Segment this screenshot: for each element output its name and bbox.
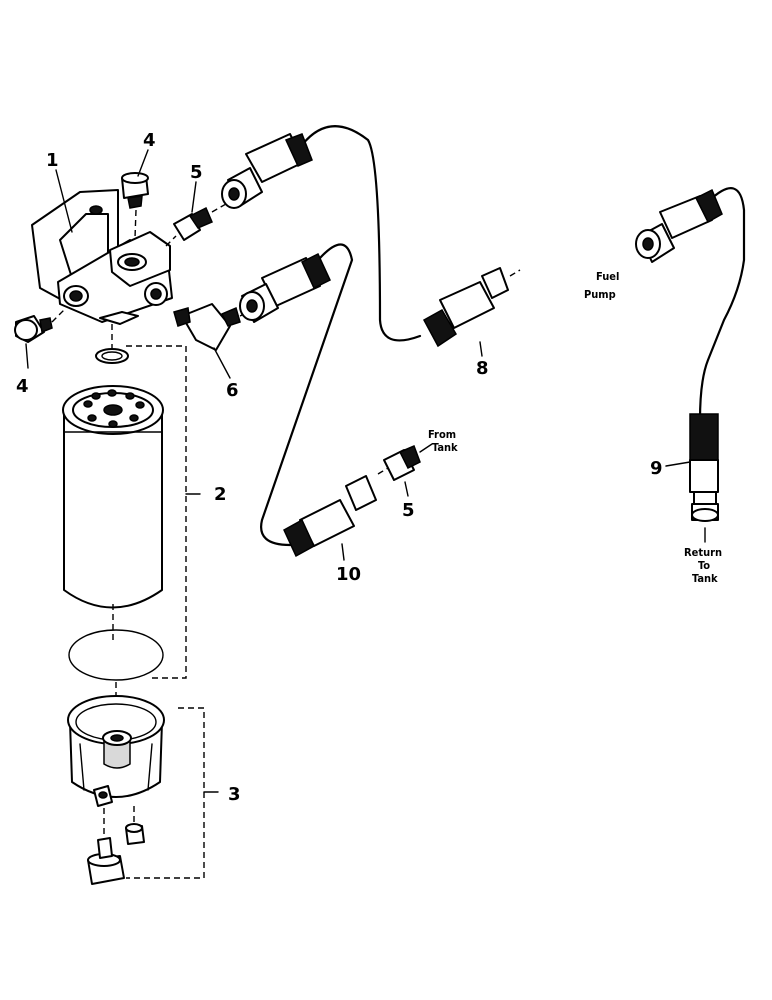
supply-hose [239, 243, 377, 561]
callout-return-hose: 9 [650, 458, 663, 479]
plug-left [14, 309, 65, 343]
filter-head [31, 189, 173, 325]
callout-plug-left: 4 [16, 376, 29, 397]
filter-element [62, 324, 201, 712]
elbow-fitting [173, 303, 253, 351]
leader-lines [25, 149, 231, 379]
from-tank-label-line1: From [428, 428, 456, 441]
connector-tank [377, 443, 433, 497]
callout-bowl: 3 [228, 784, 241, 805]
callout-connector-head: 5 [190, 162, 203, 183]
fuel-pump-hose [221, 125, 521, 357]
return-label-line2: To [698, 559, 710, 572]
plug-upper [121, 172, 149, 239]
return-label-line3: Tank [692, 572, 718, 585]
return-label-line1: Return [684, 546, 722, 559]
callout-plug-upper: 4 [143, 130, 156, 151]
fuel-pump-label-line1: Fuel [596, 270, 619, 283]
callout-filter-head: 1 [46, 150, 59, 171]
from-tank-label-line2: Tank [432, 441, 458, 454]
callout-filter-element: 2 [214, 484, 227, 505]
callout-elbow: 6 [226, 380, 239, 401]
return-hose [635, 187, 746, 543]
callout-fuel-pump-hose: 8 [476, 358, 489, 379]
connector-head [165, 203, 227, 247]
water-separator-bowl [67, 695, 219, 885]
callout-connector-tank: 5 [402, 500, 415, 521]
fuel-pump-label-line2: Pump [584, 288, 616, 301]
callout-supply-hose: 10 [336, 564, 361, 585]
